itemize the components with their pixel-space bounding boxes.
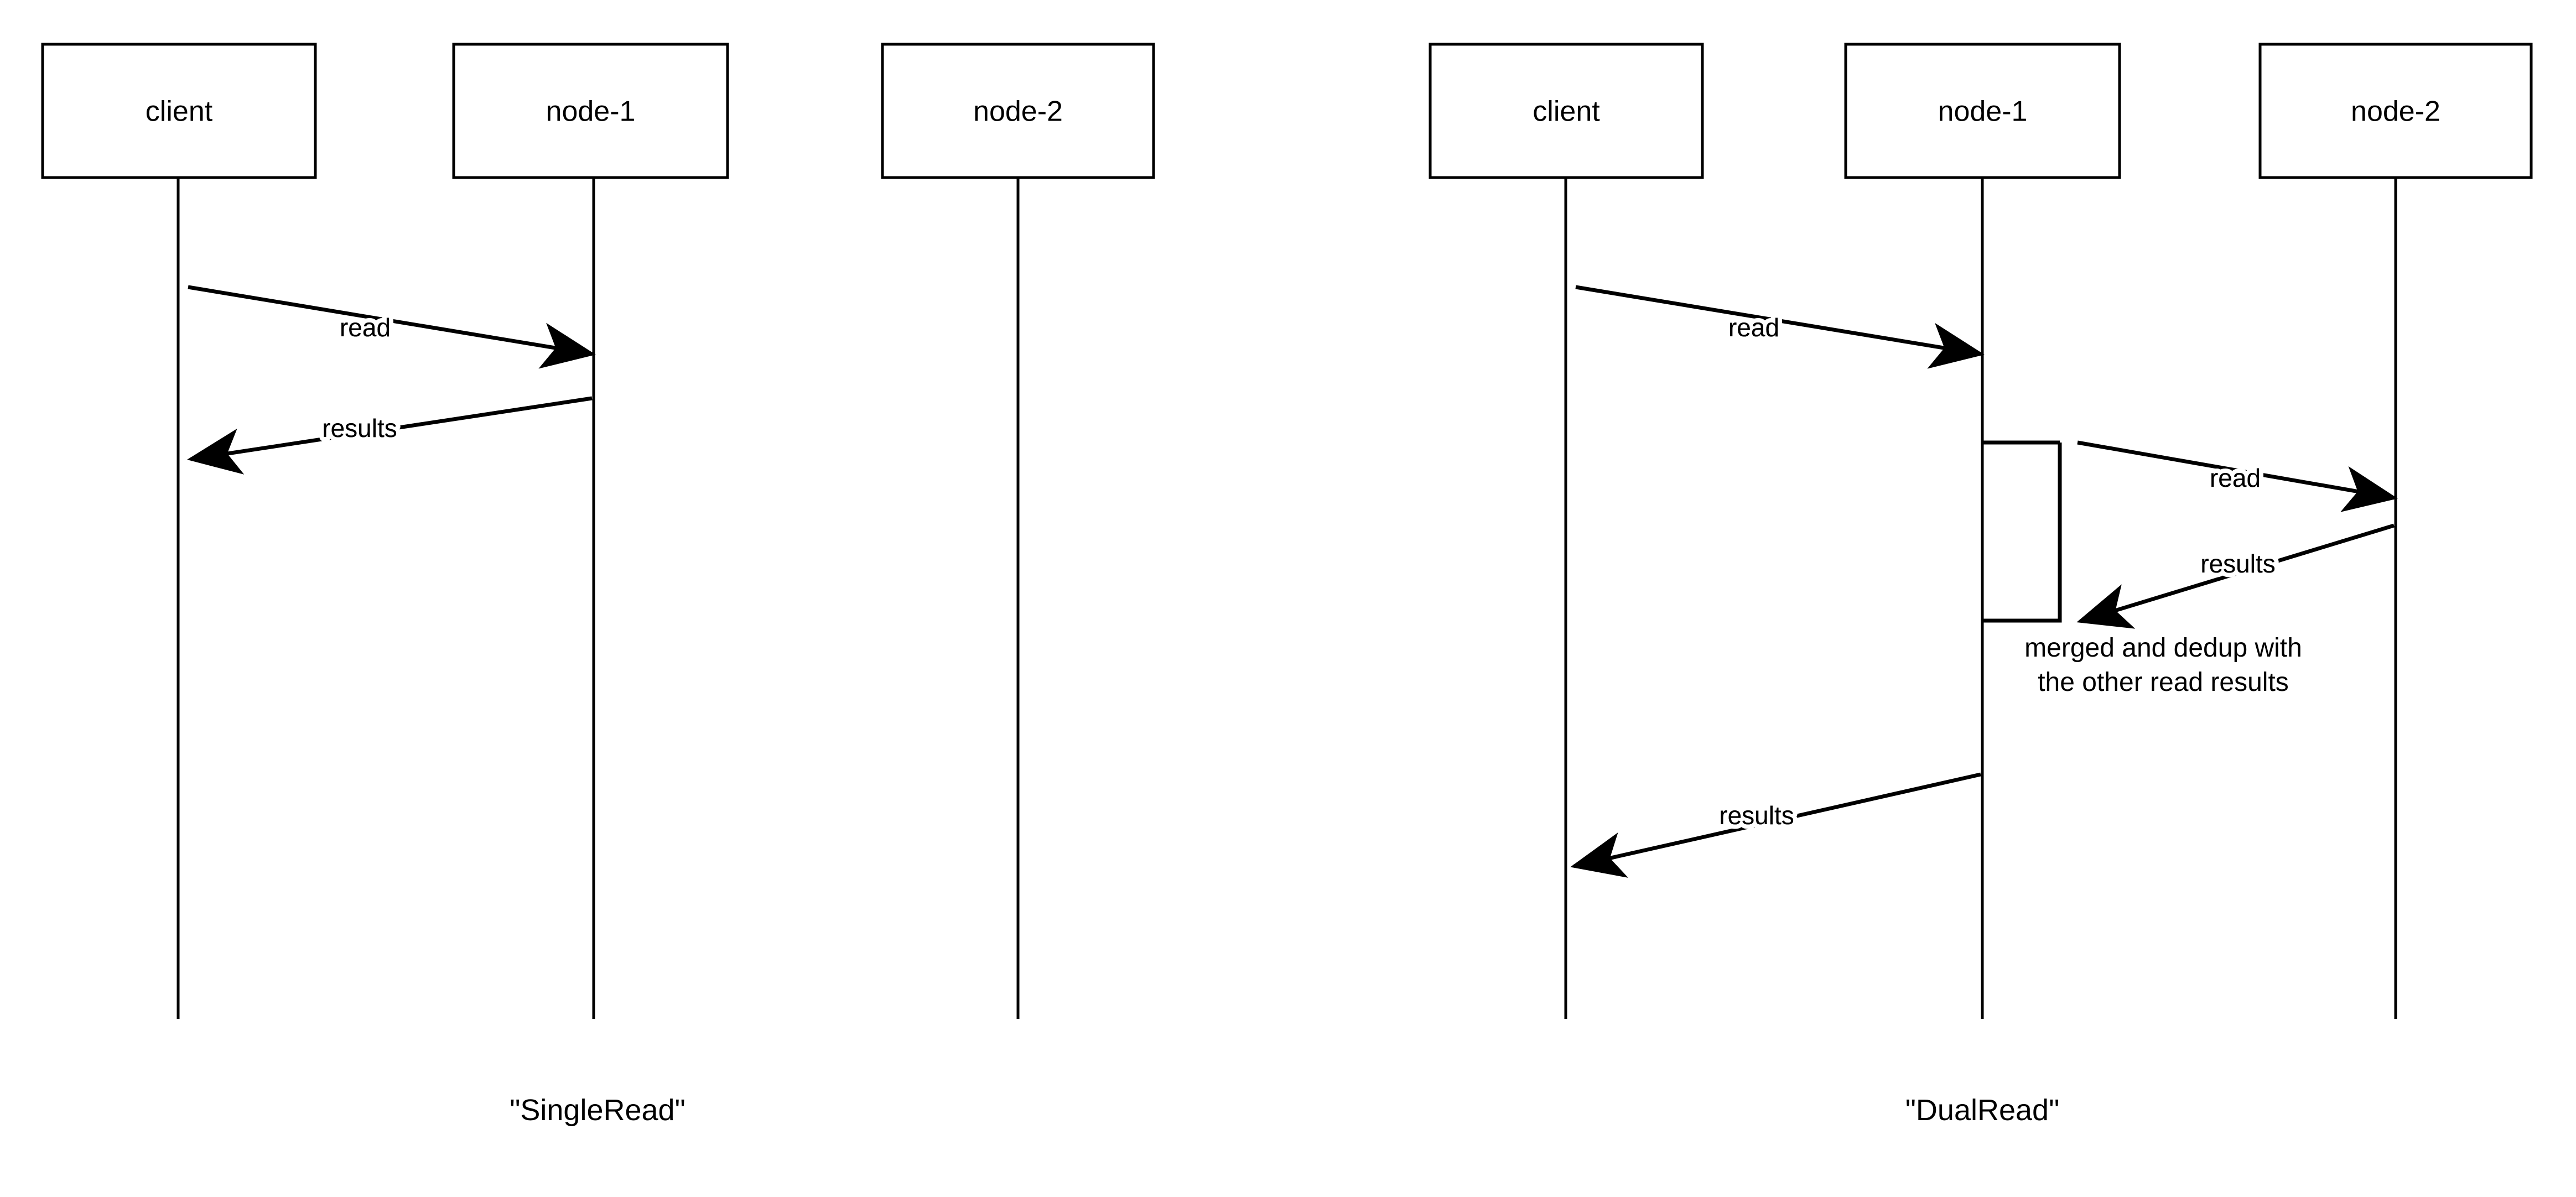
message-label-results: results xyxy=(322,414,397,443)
message-label-results-1: results xyxy=(1719,801,1794,830)
participant-box-client: client xyxy=(1429,43,1704,179)
message-label-halo-read-2: read xyxy=(2210,464,2261,492)
message-arrow-read-2 xyxy=(2077,440,2398,512)
diagram-caption-single-read: "SingleRead" xyxy=(510,1094,685,1127)
message-arrow-read-1 xyxy=(1575,285,1985,369)
participant-box-rect-node-2 xyxy=(2258,43,2533,179)
note-merge-note: merged and dedup with the other read resu… xyxy=(2024,633,2302,697)
participant-box-node-2: node-2 xyxy=(881,43,1155,179)
activation-bar-node-1-activation xyxy=(1982,440,2062,623)
note-line: the other read results xyxy=(2038,668,2289,697)
message-label-read: read xyxy=(340,313,391,342)
message-label-halo-read-1: read xyxy=(1728,313,1779,342)
participant-box-client: client xyxy=(41,43,317,179)
participant-label-client: client xyxy=(1533,96,1600,128)
participant-label-node-2: node-2 xyxy=(2351,96,2440,128)
message-arrow-results-2 xyxy=(2076,523,2395,629)
participant-box-rect-node-1 xyxy=(1844,43,2121,179)
note-line: merged and dedup with xyxy=(2024,633,2302,663)
participant-box-node-1: node-1 xyxy=(1844,43,2121,179)
message-label-halo-read: read xyxy=(340,313,391,342)
participant-box-rect-node-1 xyxy=(452,43,729,179)
diagram-caption-dual-read: "DualRead" xyxy=(1905,1094,2060,1127)
participant-label-node-1: node-1 xyxy=(546,96,636,128)
participant-label-client: client xyxy=(146,96,213,128)
message-arrow-read xyxy=(188,285,596,369)
message-arrow-results-1 xyxy=(1570,772,1981,878)
message-label-results-2: results xyxy=(2200,549,2275,578)
message-label-halo-results-2: results xyxy=(2200,549,2275,578)
participant-box-node-2: node-2 xyxy=(2258,43,2533,179)
participant-box-rect-node-2 xyxy=(881,43,1155,179)
participant-box-rect-client xyxy=(1429,43,1704,179)
message-arrow-results xyxy=(187,396,593,475)
participant-label-node-1: node-1 xyxy=(1938,96,2028,128)
message-label-read-1: read xyxy=(1728,313,1779,342)
message-label-read-2: read xyxy=(2210,464,2261,492)
participant-box-rect-client xyxy=(41,43,317,179)
message-label-halo-results-1: results xyxy=(1719,801,1794,830)
participant-label-node-2: node-2 xyxy=(973,96,1063,128)
message-label-halo-results: results xyxy=(322,414,397,443)
participant-box-node-1: node-1 xyxy=(452,43,729,179)
